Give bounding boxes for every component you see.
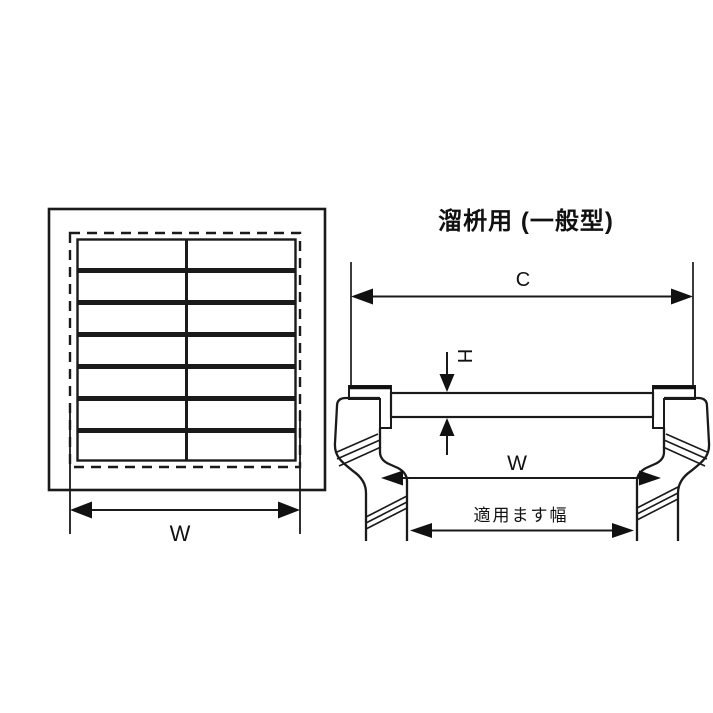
dimension-h: H [439,349,475,455]
chamfer-line [336,433,379,453]
dimension-w-plan-label: W [170,521,191,546]
angle-profile [652,385,696,429]
joint-line [365,507,408,530]
concrete-frame [47,207,327,492]
wall-joint-lines [636,486,679,521]
dimension-c-label: C [516,269,530,291]
arrowhead-right-icon [639,470,661,486]
arrowhead-right-icon [278,501,300,519]
chamfer-line [665,433,708,453]
angle-profile [348,385,392,429]
arrowhead-right-icon [671,288,693,305]
wall-joint-lines [365,495,408,530]
chamfer-line [663,439,708,460]
joint-line [365,495,408,518]
angle-frame-right [652,385,696,429]
arrowhead-left-icon [410,523,432,538]
plan-view: W [47,207,327,546]
page-title: 溜枡用 (一般型) [438,207,614,235]
seat-opening-dashed-outline [68,231,302,469]
dimension-basin-width-label: 適用ます幅 [474,506,569,525]
wall-top-chamfer-lines [336,433,382,467]
angle-frame-left [348,385,392,429]
arrowhead-left-icon [381,470,403,486]
joint-line [636,492,679,515]
chamfer-line [662,446,706,467]
joint-line [636,486,679,509]
basin-wall-left [333,396,409,541]
section-view: C [333,262,711,541]
dimension-w-plan: W [69,410,301,546]
dimension-w-section: W [381,452,661,486]
dimension-c: C [350,262,694,389]
arrowhead-left-icon [351,288,373,305]
basin-wall-right [635,396,711,541]
chamfer-line [336,439,381,460]
dimension-w-section-label: W [507,452,527,475]
joint-line [636,498,679,521]
wall-outer-contour [664,396,711,541]
grating-outline [76,238,297,462]
arrowhead-down-icon [439,374,455,392]
joint-line [365,501,408,524]
grating-cross-bars [78,268,295,433]
dimension-basin-width: 適用ます幅 [410,506,634,538]
arrowhead-right-icon [612,523,634,538]
arrowhead-up-icon [439,418,455,436]
wall-top-chamfer-lines [662,433,708,467]
grating-plate-section [389,391,655,419]
dimension-h-label: H [453,349,475,363]
arrowhead-left-icon [70,501,92,519]
chamfer-line [338,446,382,467]
